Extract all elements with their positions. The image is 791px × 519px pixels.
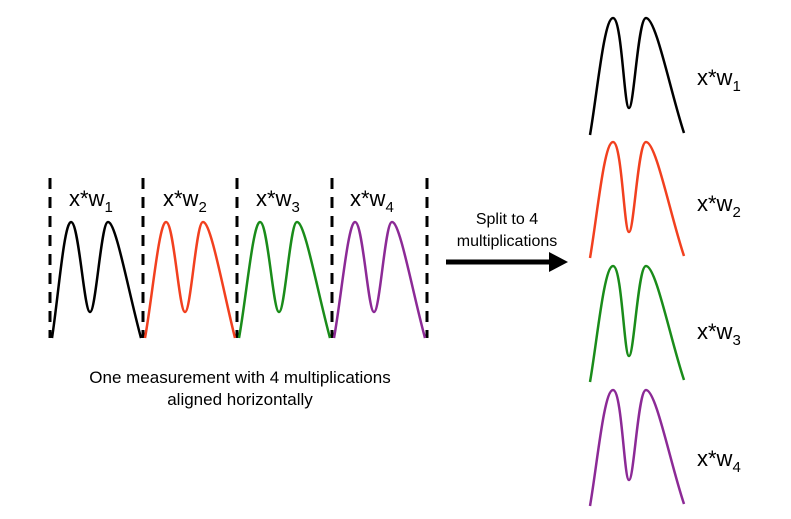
segment-4: x*w4 — [332, 186, 427, 339]
split-item-3: x*w3 — [588, 264, 741, 383]
split-item-1: x*w1 — [588, 16, 741, 136]
caption-line-1: One measurement with 4 multiplications — [89, 368, 390, 387]
segment-label-4: x*w4 — [350, 186, 394, 216]
split-label-3: x*w3 — [697, 319, 741, 349]
split-label-2: x*w2 — [697, 191, 741, 221]
split-curve-4 — [588, 388, 686, 507]
split-item-2: x*w2 — [588, 140, 741, 259]
split-curve-1 — [588, 16, 686, 136]
caption-line-2: aligned horizontally — [167, 390, 313, 409]
double-peak-curve-3 — [237, 220, 332, 339]
split-multiplications: x*w1 x*w2 x*w3 x*w4 — [588, 16, 741, 507]
split-curve-2 — [588, 140, 686, 259]
segment-2: x*w2 — [143, 186, 237, 339]
split-arrow: Split to 4 multiplications — [446, 211, 568, 272]
segment-label-3: x*w3 — [256, 186, 300, 216]
segment-1: x*w1 — [50, 186, 143, 339]
split-curve-3 — [588, 264, 686, 383]
segment-3: x*w3 — [237, 186, 332, 339]
arrow-label-line-2: multiplications — [457, 233, 557, 250]
arrow-head-icon — [549, 252, 568, 272]
segment-label-2: x*w2 — [163, 186, 207, 216]
double-peak-curve-4 — [332, 220, 427, 339]
segment-label-1: x*w1 — [69, 186, 113, 216]
double-peak-curve-1 — [50, 220, 143, 339]
split-label-1: x*w1 — [697, 65, 741, 95]
split-label-4: x*w4 — [697, 446, 741, 476]
combined-measurement: x*w1 x*w2 x*w3 x*w4 One measurement with… — [48, 178, 429, 409]
dividers — [48, 178, 429, 338]
arrow-label-line-1: Split to 4 — [476, 211, 538, 228]
split-item-4: x*w4 — [588, 388, 741, 507]
double-peak-curve-2 — [143, 220, 237, 339]
